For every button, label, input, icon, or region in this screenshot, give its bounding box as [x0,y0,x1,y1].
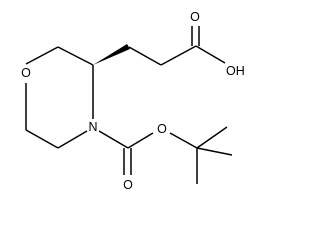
bond-ring-c5-to-c6 [25,129,59,149]
bond-ring-c2-to-c3 [57,46,94,66]
bond-ring-o-to-c2 [25,46,59,65]
bond-tbu-methyl-right [196,147,233,156]
bond-ring-n-to-c5 [57,130,88,149]
bond-carboxyl-c-to-oh [195,45,226,64]
atom-label-boc-carbonyl-oxygen: O [123,178,133,192]
bond-ch2-to-carboxyl-c [160,45,197,66]
atom-label-ester-oxygen: O [157,122,167,136]
atom-label-ring-oxygen: O [21,66,31,80]
bond-ch2-to-ch2 [128,46,162,66]
molecule-structure-canvas: O OH O N O O [21,10,245,192]
atom-label-carbonyl-oxygen: O [190,10,200,24]
atom-label-hydroxyl: OH [226,64,245,78]
atom-label-ring-nitrogen: N [88,120,97,134]
wedge-stereo-bond [93,44,130,65]
molecule-structure: O OH O N O O [21,10,245,192]
bond-ester-o-to-tbu-c [169,132,198,149]
bond-carbamate-c-to-ester-o [127,132,154,149]
bond-tbu-methyl-up [196,126,228,149]
bond-n-to-carbamate-c [98,130,129,149]
